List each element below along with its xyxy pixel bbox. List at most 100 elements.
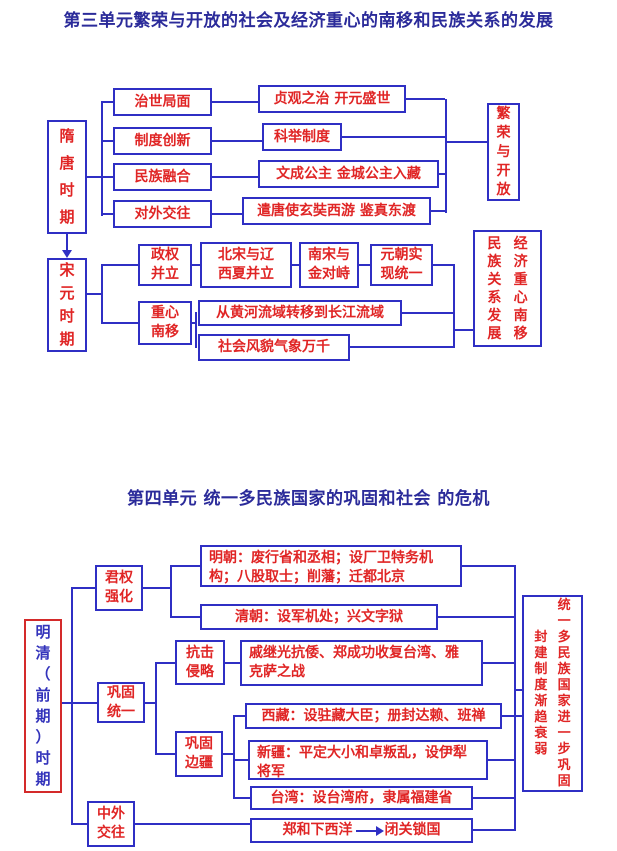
detail-box-xizang: 西藏：设驻藏大臣；册封达赖、班禅 xyxy=(245,703,502,729)
connector-line xyxy=(445,99,447,213)
detail-box-zhenghe: 郑和下西洋 闭关锁国 xyxy=(250,818,473,843)
summary-box-unit3: 民族关系发展 经济重心南移 xyxy=(473,230,542,347)
connector-line xyxy=(170,565,200,567)
connector-line xyxy=(462,565,514,567)
connector-line xyxy=(170,616,200,618)
detail-box-huanghe-changjiang: 从黄河流域转移到长江流域 xyxy=(198,300,402,326)
detail-box-wencheng: 文成公主 金城公主入藏 xyxy=(258,160,439,188)
connector-line xyxy=(212,176,258,178)
connector-line xyxy=(101,264,138,266)
summary-box-unit4: 封建制度渐趋衰弱 统一多民族国家进一步巩固 xyxy=(522,595,583,792)
label-line: 巩固 xyxy=(107,684,135,701)
connector-line xyxy=(101,102,103,216)
connector-line xyxy=(145,702,155,704)
label-line: 现统一 xyxy=(380,266,423,282)
connector-line xyxy=(514,689,522,691)
connector-line xyxy=(233,715,245,717)
summary-box-fanrong-kaifang: 繁荣与开放 xyxy=(487,103,520,201)
category-box-gonggu-tongyi: 巩固 统一 xyxy=(97,682,145,723)
category-box-zhidu-chuangxin: 制度创新 xyxy=(113,127,212,155)
connector-line xyxy=(445,141,487,143)
connector-line xyxy=(431,210,445,212)
connector-line xyxy=(453,329,473,331)
category-box-zhongwai-jiaowang: 中外 交往 xyxy=(87,801,135,847)
connector-line xyxy=(101,264,103,324)
connector-line xyxy=(502,715,522,717)
connector-line xyxy=(212,140,262,142)
label-line: 君权 xyxy=(105,570,133,587)
connector-line xyxy=(101,322,138,324)
connector-line xyxy=(223,753,233,755)
connector-line xyxy=(342,136,445,138)
label-line: 强化 xyxy=(105,589,133,605)
connector-line xyxy=(71,823,87,825)
label-line: 西夏并立 xyxy=(218,266,274,282)
connector-line xyxy=(62,702,97,704)
label-line: 戚继光抗倭、郑成功收复台湾、雅 xyxy=(249,645,459,661)
connector-line xyxy=(292,264,299,266)
label-line: 重心 xyxy=(151,305,179,322)
connector-line xyxy=(453,264,455,348)
connector-line xyxy=(225,662,240,664)
label-line: 新疆：平定大小和卓叛乱，设伊犁 xyxy=(257,745,467,761)
connector-line xyxy=(433,264,453,266)
summary-col-fengjian-shuairuo: 封建制度渐趋衰弱 xyxy=(534,629,548,757)
label-line: 南移 xyxy=(151,324,179,340)
connector-line xyxy=(71,587,73,825)
category-box-duiwai-jiaowang: 对外交往 xyxy=(113,200,212,228)
connector-line xyxy=(488,759,514,761)
category-box-zhongxin-nanyi: 重心 南移 xyxy=(138,301,192,345)
label-line: 巩固 xyxy=(185,736,213,753)
label-biguan-suoguo: 闭关锁国 xyxy=(384,822,441,839)
detail-box-qingchao: 清朝：设军机处；兴文字狱 xyxy=(200,604,438,630)
unit4-title: 第四单元 统一多民族国家的巩固和社会 的危机 xyxy=(127,489,490,509)
connector-line xyxy=(192,322,196,324)
label-zhenghe-xiyang: 郑和下西洋 xyxy=(282,822,353,839)
connector-line xyxy=(87,293,101,295)
connector-line xyxy=(233,715,235,799)
label-line: 中外 xyxy=(97,806,125,823)
label-line: 北宋与辽 xyxy=(218,247,274,264)
label-line: 交往 xyxy=(97,825,125,841)
category-box-zhishi-jumian: 治世局面 xyxy=(113,88,212,116)
connector-line xyxy=(195,312,197,348)
category-box-junquan-qianghua: 君权 强化 xyxy=(95,565,143,611)
arrow-down-line xyxy=(66,234,68,251)
connector-line xyxy=(143,587,170,589)
connector-line xyxy=(155,662,175,664)
connector-line xyxy=(212,101,258,103)
connector-line xyxy=(439,173,445,175)
detail-box-yuanchao-tongyi: 元朝实 现统一 xyxy=(370,244,433,286)
era-box-ming-qing: 明清（前期）时期 xyxy=(24,619,62,793)
arrow-down-icon xyxy=(62,250,72,258)
label-line: 将军 xyxy=(257,763,285,780)
connector-line xyxy=(233,797,250,799)
label-line: 克萨之战 xyxy=(249,663,305,680)
category-box-zhengquan-bingli: 政权 并立 xyxy=(138,244,192,286)
category-box-minzu-ronghe: 民族融合 xyxy=(113,163,212,191)
detail-box-taiwan: 台湾：设台湾府，隶属福建省 xyxy=(250,786,473,810)
detail-box-mingchao: 明朝：废行省和丞相；设厂卫特务机 构；八股取士；削藩；迁都北京 xyxy=(200,545,462,587)
connector-line xyxy=(101,140,113,142)
detail-box-nansong-jin: 南宋与 金对峙 xyxy=(299,242,359,288)
detail-box-keju: 科举制度 xyxy=(262,123,342,151)
connector-line xyxy=(473,797,514,799)
detail-box-qijiguang: 戚继光抗倭、郑成功收复台湾、雅 克萨之战 xyxy=(240,640,483,686)
arrow-right-icon xyxy=(355,825,384,836)
detail-box-beisong-liao-xixia: 北宋与辽 西夏并立 xyxy=(200,242,292,288)
detail-box-qiantangshi: 遣唐使玄奘西游 鉴真东渡 xyxy=(242,197,431,225)
connector-line xyxy=(514,565,516,831)
detail-box-shehui-fengmao: 社会风貌气象万千 xyxy=(198,334,350,361)
connector-line xyxy=(402,312,453,314)
connector-line xyxy=(101,101,113,103)
label-line: 南宋与 xyxy=(308,247,350,264)
label-line: 明朝：废行省和丞相；设厂卫特务机 xyxy=(209,550,433,566)
connector-line xyxy=(438,616,514,618)
era-box-sui-tang: 隋唐时期 xyxy=(47,120,87,234)
summary-col-jingji-zhongxin: 经济重心南移 xyxy=(513,235,528,342)
connector-line xyxy=(483,662,514,664)
connector-line xyxy=(170,565,172,618)
label-line: 金对峙 xyxy=(308,266,350,282)
era-box-song-yuan: 宋元时期 xyxy=(47,258,87,352)
